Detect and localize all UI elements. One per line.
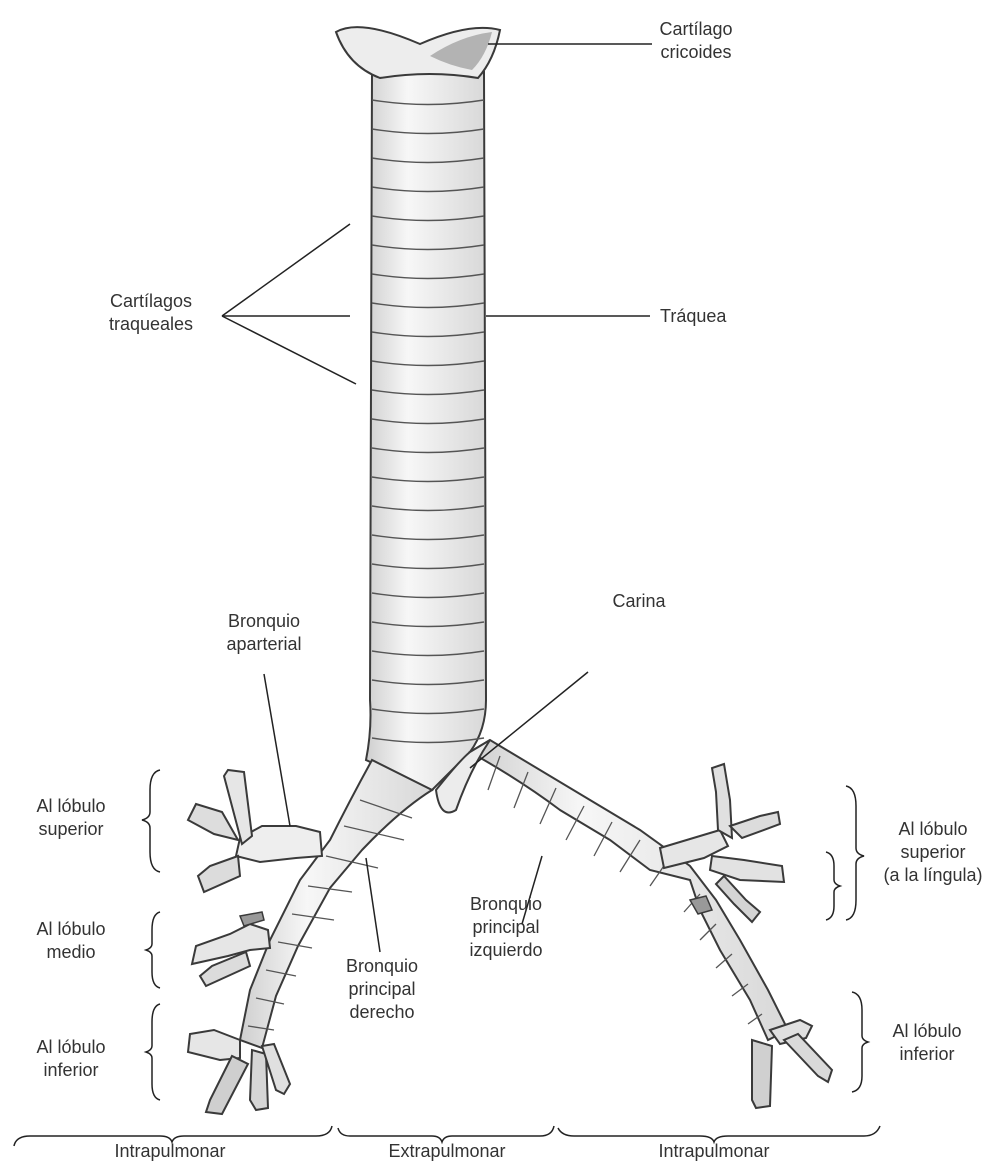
label-left-main-bronchus: Bronquio principal izquierdo xyxy=(450,893,562,962)
section-label-extrapulmonary: Extrapulmonar xyxy=(372,1140,522,1163)
label-carina: Carina xyxy=(594,590,684,613)
label-line: Al lóbulo xyxy=(868,818,998,841)
label-line: Al lóbulo xyxy=(14,795,128,818)
label-line: inferior xyxy=(14,1059,128,1082)
label-cricoid-cartilage: Cartílago cricoides xyxy=(640,18,752,64)
label-right-upper-lobe: Al lóbulo superior xyxy=(14,795,128,841)
label-line: superior xyxy=(868,841,998,864)
label-trachea: Tráquea xyxy=(660,305,726,328)
label-line: principal xyxy=(450,916,562,939)
label-line: Bronquio xyxy=(204,610,324,633)
section-label-right-intrapulmonary: Intrapulmonar xyxy=(100,1140,240,1163)
section-label-left-intrapulmonary: Intrapulmonar xyxy=(644,1140,784,1163)
label-left-lower-lobe: Al lóbulo inferior xyxy=(870,1020,984,1066)
label-left-upper-lobe: Al lóbulo superior (a la língula) xyxy=(868,818,998,887)
label-line: principal xyxy=(326,978,438,1001)
label-line: Bronquio xyxy=(450,893,562,916)
label-line: inferior xyxy=(870,1043,984,1066)
label-eparterial-bronchus: Bronquio aparterial xyxy=(204,610,324,656)
label-line: medio xyxy=(14,941,128,964)
label-line: (a la língula) xyxy=(868,864,998,887)
label-line: cricoides xyxy=(640,41,752,64)
label-line: izquierdo xyxy=(450,939,562,962)
label-right-middle-lobe: Al lóbulo medio xyxy=(14,918,128,964)
label-line: superior xyxy=(14,818,128,841)
label-line: Al lóbulo xyxy=(14,1036,128,1059)
label-line: Al lóbulo xyxy=(14,918,128,941)
label-tracheal-cartilages: Cartílagos traqueales xyxy=(88,290,214,336)
label-line: aparterial xyxy=(204,633,324,656)
label-line: Bronquio xyxy=(326,955,438,978)
label-line: Al lóbulo xyxy=(870,1020,984,1043)
label-right-main-bronchus: Bronquio principal derecho xyxy=(326,955,438,1024)
left-main-bronchus xyxy=(470,740,788,1040)
label-line: Cartílagos xyxy=(88,290,214,313)
label-right-lower-lobe: Al lóbulo inferior xyxy=(14,1036,128,1082)
label-line: Cartílago xyxy=(640,18,752,41)
label-line: traqueales xyxy=(88,313,214,336)
label-line: derecho xyxy=(326,1001,438,1024)
